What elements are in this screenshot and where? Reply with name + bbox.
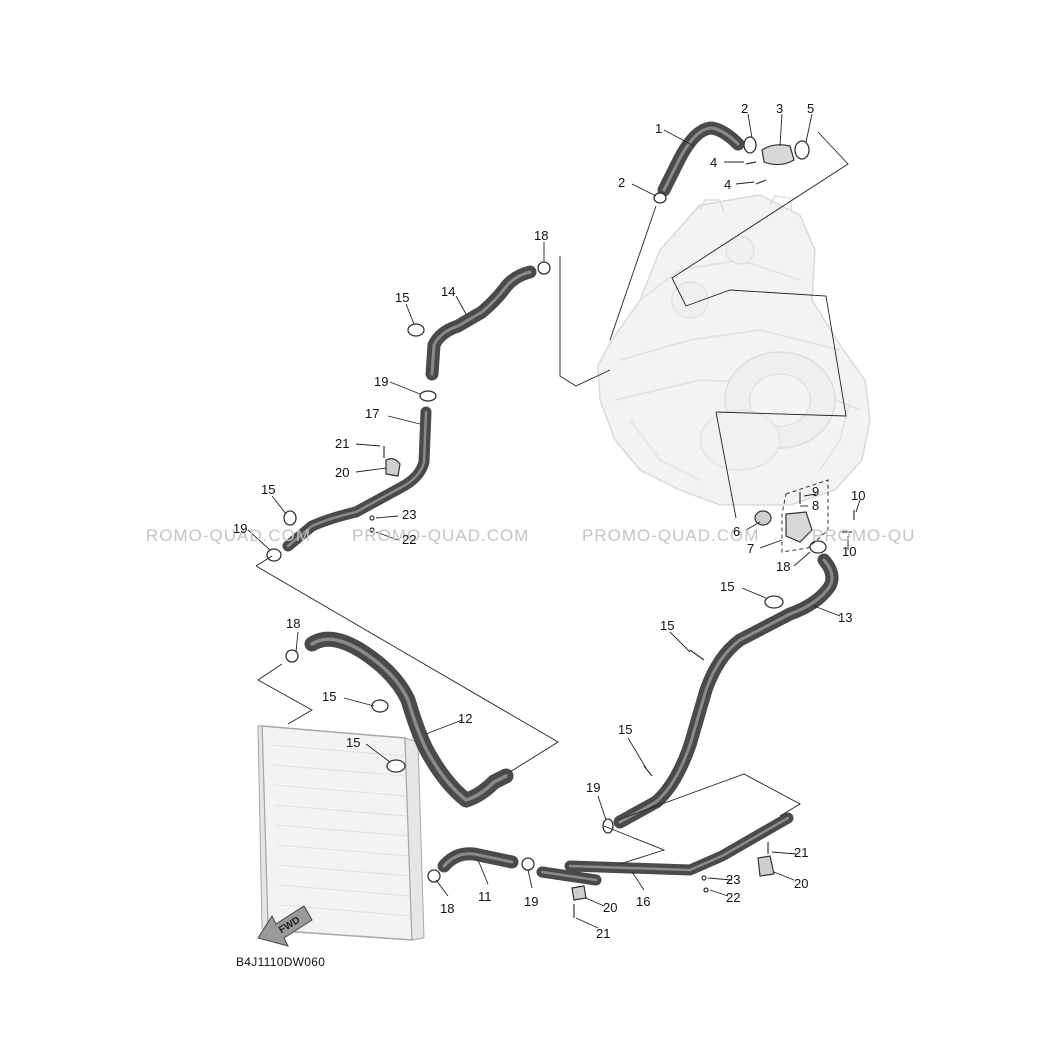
callout-1: 1 <box>655 121 662 136</box>
callouts: 1 2 2 3 4 4 5 6 7 8 9 10 10 11 12 13 14 … <box>233 101 865 941</box>
thermostat-housing <box>754 144 813 543</box>
callout-15: 15 <box>261 482 275 497</box>
watermark: ROMO-QUAD.COM <box>146 526 311 545</box>
callout-20: 20 <box>335 465 349 480</box>
watermark: PROMO-QU <box>812 526 915 545</box>
bracket-icon <box>385 458 775 901</box>
callout-14: 14 <box>441 284 455 299</box>
callout-19: 19 <box>233 521 247 536</box>
watermark: PROMO-QUAD.COM <box>352 526 529 545</box>
hose-13 <box>613 553 839 829</box>
callout-15: 15 <box>395 290 409 305</box>
callout-22: 22 <box>726 890 740 905</box>
callout-23: 23 <box>726 872 740 887</box>
engine-block <box>597 194 871 506</box>
callout-2: 2 <box>741 101 748 116</box>
fwd-arrow-icon: FWD <box>257 905 313 947</box>
callout-5: 5 <box>807 101 814 116</box>
callout-15: 15 <box>618 722 632 737</box>
callout-8: 8 <box>812 498 819 513</box>
callout-15: 15 <box>346 735 360 750</box>
callout-17: 17 <box>365 406 379 421</box>
callout-22: 22 <box>402 532 416 547</box>
hose-1 <box>657 121 745 197</box>
callout-12: 12 <box>458 711 472 726</box>
diagram-code: B4J1110DW060 <box>236 955 325 969</box>
callout-15: 15 <box>720 579 734 594</box>
hose-14 <box>425 265 537 381</box>
callout-20: 20 <box>794 876 808 891</box>
hose-12 <box>304 631 514 808</box>
callout-16: 16 <box>636 894 650 909</box>
callout-18: 18 <box>534 228 548 243</box>
callout-7: 7 <box>747 541 754 556</box>
callout-3: 3 <box>776 101 783 116</box>
callout-15: 15 <box>660 618 674 633</box>
watermark: PROMO-QUAD.COM <box>582 526 759 545</box>
callout-10: 10 <box>842 544 856 559</box>
callout-19: 19 <box>374 374 388 389</box>
callout-9: 9 <box>812 484 819 499</box>
leader-lines <box>247 113 861 929</box>
assembly-lines <box>255 131 849 865</box>
callout-18: 18 <box>440 901 454 916</box>
hose-17 <box>282 406 432 552</box>
callout-19: 19 <box>586 780 600 795</box>
callout-6: 6 <box>733 524 740 539</box>
callout-13: 13 <box>838 610 852 625</box>
callout-10: 10 <box>851 488 865 503</box>
hose-16 <box>536 812 794 886</box>
hose-11 <box>437 847 519 873</box>
callout-21: 21 <box>335 436 349 451</box>
callout-2: 2 <box>618 175 625 190</box>
callout-4: 4 <box>710 155 717 170</box>
callout-11: 11 <box>478 889 492 904</box>
clamp-icon <box>266 136 827 883</box>
callout-15: 15 <box>322 689 336 704</box>
callout-18: 18 <box>286 616 300 631</box>
watermark-text: ROMO-QUAD.COM PROMO-QUAD.COM PROMO-QUAD.… <box>146 526 915 545</box>
callout-20: 20 <box>603 900 617 915</box>
callout-19: 19 <box>524 894 538 909</box>
radiator <box>257 725 425 941</box>
callout-21: 21 <box>794 845 808 860</box>
callout-21: 21 <box>596 926 610 941</box>
callout-18: 18 <box>776 559 790 574</box>
callout-4: 4 <box>724 177 731 192</box>
callout-23: 23 <box>402 507 416 522</box>
